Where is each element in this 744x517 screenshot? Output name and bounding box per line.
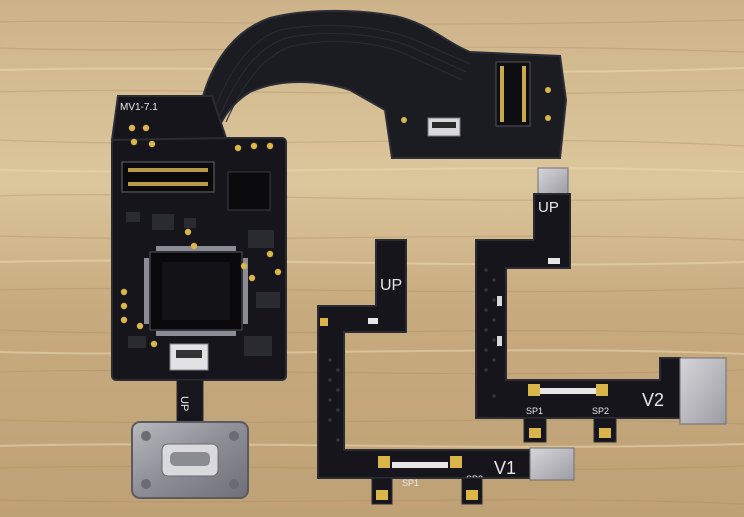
v2-version-label: V2: [642, 390, 664, 410]
v1-sp1-label: SP1: [402, 478, 419, 488]
usb-c-flex: UP: [131, 379, 249, 499]
v1-flex-cable: UP SP1 SP2 V1: [317, 239, 575, 505]
board-model-label: MV1-7.1: [120, 102, 158, 113]
main-flex-cable: [196, 9, 568, 159]
v2-stiffener: [679, 357, 727, 425]
v1-stiffener: [529, 447, 575, 481]
usb-flex-up-label: UP: [178, 396, 190, 411]
v1-version-label: V1: [494, 458, 516, 478]
main-chip: [144, 246, 248, 336]
v1-up-label: UP: [380, 277, 402, 294]
board-connector: [121, 161, 215, 193]
small-chip: [227, 171, 271, 211]
gold-test-pads: [120, 124, 282, 348]
v2-sp2-label: SP2: [592, 406, 609, 416]
main-board: MV1-7.1: [110, 95, 287, 381]
v2-flex-cable: UP SP1 SP2 V2: [475, 167, 727, 443]
v2-up-label: UP: [538, 199, 559, 216]
v2-sp1-label: SP1: [526, 406, 543, 416]
